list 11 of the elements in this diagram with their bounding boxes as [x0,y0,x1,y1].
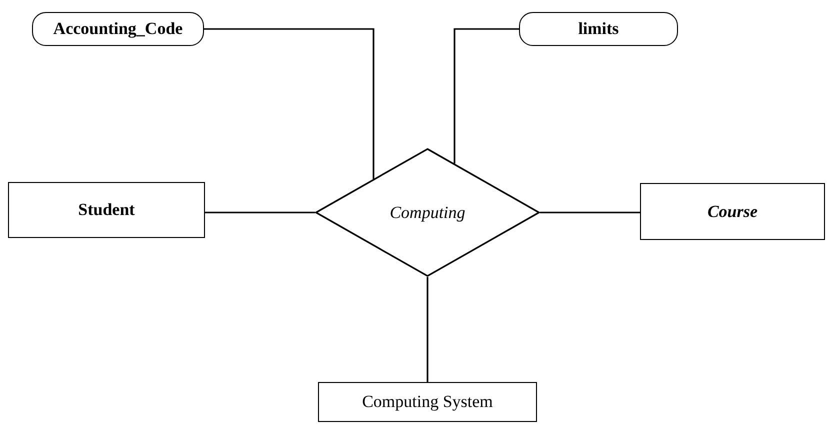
entity-box: Computing System [318,382,537,422]
connector-line [205,212,315,214]
connector-line [540,212,640,214]
attribute-pill: limits [519,12,678,46]
connector-line [454,28,519,164]
connector-line [426,277,428,382]
connector-line [204,28,374,179]
relationship-diamond: Computing [315,148,540,277]
entity-box: Student [8,182,205,238]
entity-box: Course [640,183,825,240]
attribute-pill: Accounting_Code [32,12,204,46]
